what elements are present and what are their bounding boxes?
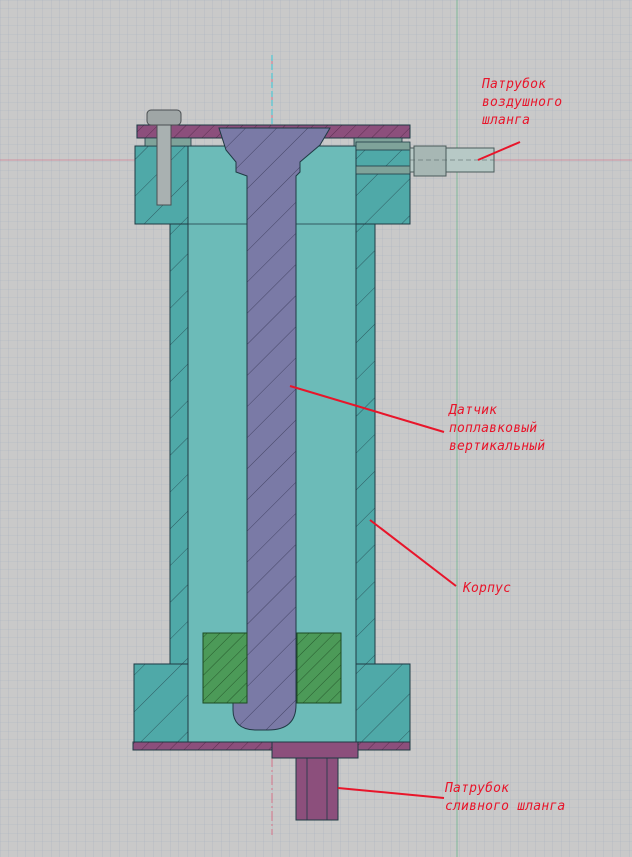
- label-drain-hose: Патрубок сливного шланга: [445, 781, 566, 814]
- housing-body: [133, 145, 411, 743]
- label-body: Корпус: [463, 581, 512, 596]
- leader-body: [369, 519, 457, 587]
- leader-float-sensor: [289, 385, 445, 433]
- label-air-hose: Патрубок воздушного шланга: [482, 77, 563, 128]
- drain-pipe: [271, 741, 359, 821]
- leader-air-hose: [477, 141, 521, 161]
- float-magnet-left: [202, 632, 248, 704]
- top-bolt: [146, 109, 182, 206]
- leader-drain-hose: [337, 787, 445, 799]
- label-float-sensor: Датчик поплавковый вертикальный: [449, 403, 546, 454]
- float-magnet-right: [296, 632, 342, 704]
